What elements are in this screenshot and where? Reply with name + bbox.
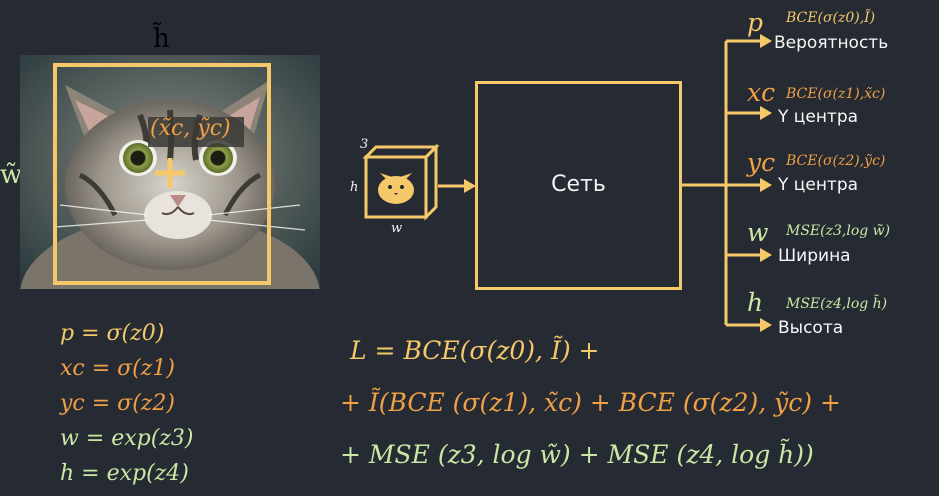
formula-h: h = exp(z4) [60,461,189,486]
output-label-p: Вероятность [774,33,889,53]
formula-xc: xc = σ(z1) [60,356,175,381]
input-tensor-cube [362,143,476,221]
cube-channels-label: 3 [360,137,369,152]
output-loss-yc: BCE(σ(z2),ỹc) [786,153,886,169]
output-label-h: Высота [778,318,844,338]
output-loss-xc: BCE(σ(z1),x̃c) [786,86,886,102]
formula-yc: yc = σ(z2) [60,391,175,416]
output-symbol-h: h [747,288,764,317]
loss-line-2: + Ĩ(BCE (σ(z1), x̃c) + BCE (σ(z2), ỹc) + [340,388,841,417]
output-loss-w: MSE(z3,log w̃) [786,223,891,239]
output-label-xc: Y центра [778,107,859,127]
bounding-box [53,63,271,285]
cube-width-label: w [391,221,403,236]
bbox-width-label: w̃ [0,160,23,190]
formula-p: p = σ(z0) [60,321,165,346]
loss-line-3: + MSE (z3, log w̃) + MSE (z4, log h̃)) [340,440,814,469]
bbox-center-label: (x̃c, ỹc) [150,116,231,141]
output-symbol-w: w [747,218,769,247]
output-loss-p: BCE(σ(z0),Ĩ) [786,10,876,26]
output-symbol-yc: yc [747,148,776,177]
bbox-height-label: h̃ [153,24,170,54]
loss-line-1: L = BCE(σ(z0), Ĩ) + [350,336,600,365]
output-loss-h: MSE(z4,log h̃) [786,296,888,312]
output-label-w: Ширина [778,246,851,266]
output-label-yc: Y центра [778,175,859,195]
loss-formula: L = BCE(σ(z0), Ĩ) + + Ĩ(BCE (σ(z1), x̃c)… [340,325,841,481]
network-box [475,81,682,290]
output-symbol-p: p [747,8,764,37]
cat-icon [378,173,414,204]
output-symbol-xc: xc [747,78,776,107]
network-label: Сеть [551,172,606,197]
formula-w: w = exp(z3) [60,426,194,451]
output-branches [682,34,772,332]
activation-formulas: p = σ(z0) xc = σ(z1) yc = σ(z2) w = exp(… [60,316,194,491]
cube-height-label: h [350,180,359,195]
